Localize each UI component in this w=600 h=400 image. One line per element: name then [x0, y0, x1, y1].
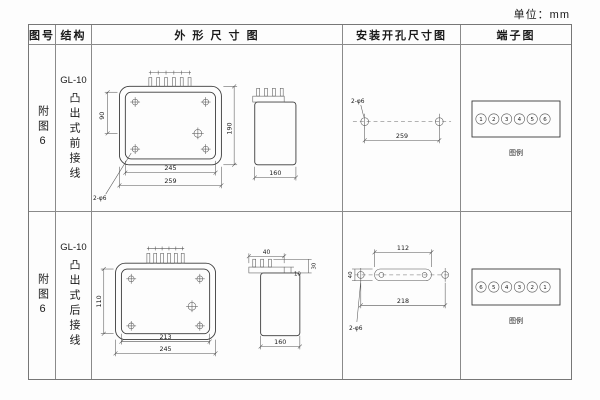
hole-count-label: 2-φ6: [93, 196, 107, 202]
drawing-table: 图号 结构 外 形 尺 寸 图 安装开孔尺寸图 端子图 附图6 GL-10 凸出…: [28, 24, 572, 380]
dim-inner-width: 245: [164, 164, 176, 172]
terminal-diagram-rear-wiring: 6 5 4 3 2 1 图例: [471, 268, 561, 325]
terminal-diagram-front-wiring: 1 2 3 4 5 6 图例: [471, 100, 561, 157]
model-label: GL-10: [60, 74, 87, 86]
terminal-number: 4: [505, 285, 509, 291]
hole-count-label: 2-φ6: [349, 326, 363, 332]
terminal-number: 6: [479, 285, 483, 291]
terminal-circles: [475, 281, 551, 292]
dim-top: 112: [396, 244, 408, 252]
row2-install-cell: 112 40 218 2-φ6: [343, 212, 461, 379]
front-view: [115, 246, 216, 341]
terminal-studs: [146, 246, 185, 264]
side-view: 160: [252, 87, 299, 180]
dim-span: 259: [395, 131, 407, 139]
dim-left: 40: [347, 271, 353, 278]
terminal-caption: 图例: [509, 148, 523, 157]
drill-holes: [356, 268, 449, 282]
dim-depth: 160: [269, 169, 281, 177]
header-terminal: 端子图: [461, 25, 571, 45]
dim-step: 30: [312, 262, 318, 269]
header-install: 安装开孔尺寸图: [343, 25, 461, 45]
terminal-number: 5: [492, 285, 496, 291]
header-figure-no: 图号: [29, 25, 56, 45]
dim-span: 218: [396, 297, 408, 305]
dim-outer-width: 245: [159, 345, 171, 353]
figure-no: 附图6: [36, 272, 49, 319]
structure-label: 凸出式前接线: [68, 91, 80, 182]
header-outline: 外 形 尺 寸 图: [92, 25, 343, 45]
dimension-lines: [100, 266, 218, 357]
dim-right-height: 190: [226, 122, 234, 134]
side-view: 40 10 30 160: [246, 250, 318, 350]
dimension-lines: [351, 249, 447, 323]
row1-figure-no-cell: 附图6: [29, 45, 56, 212]
dim-outer-width: 259: [164, 176, 176, 184]
terminal-number: 5: [530, 117, 534, 123]
terminal-number: 2: [530, 285, 534, 291]
row2-figure-no-cell: 附图6: [29, 212, 56, 379]
outline-drawing-rear-wiring: 110 213 245: [95, 246, 318, 357]
terminal-caption: 图例: [509, 316, 523, 325]
drill-holes: [360, 104, 443, 143]
dim-plate: 10: [294, 271, 301, 277]
terminal-number: 6: [543, 117, 547, 123]
drill-slot: [373, 268, 432, 282]
terminal-studs: [148, 70, 192, 87]
terminal-number: 3: [505, 117, 509, 123]
terminal-number: 1: [543, 285, 547, 291]
terminal-number: 2: [492, 117, 496, 123]
dimension-lines: [104, 83, 238, 194]
outline-drawing-front-wiring: 90 190 245 259 2-φ6: [93, 70, 299, 202]
terminal-circles: [475, 113, 551, 125]
row1-install-cell: 2-φ6 259: [343, 45, 461, 212]
header-structure: 结构: [56, 25, 92, 45]
row1-structure-cell: GL-10 凸出式前接线: [56, 45, 92, 212]
terminal-number: 3: [518, 285, 522, 291]
row1-outline-cell: 90 190 245 259 2-φ6: [92, 45, 343, 212]
figure-no: 附图6: [36, 105, 49, 151]
unit-label: 单位：mm: [513, 9, 570, 21]
row2-structure-cell: GL-10 凸出式后接线: [56, 212, 92, 379]
front-view: [119, 70, 222, 165]
install-drawing-rear-wiring: 112 40 218 2-φ6: [347, 244, 451, 332]
row2-terminal-cell: 6 5 4 3 2 1 图例: [461, 212, 571, 379]
install-drawing-front-wiring: 2-φ6 259: [350, 98, 451, 143]
terminal-number: 1: [479, 117, 483, 123]
dim-depth: 160: [274, 338, 286, 346]
hole-count-label: 2-φ6: [350, 98, 364, 104]
model-label: GL-10: [60, 242, 87, 253]
mounting-holes: [130, 96, 211, 154]
dim-left-height: 110: [95, 295, 103, 307]
row1-terminal-cell: 1 2 3 4 5 6 图例: [461, 45, 571, 212]
mounting-holes: [126, 273, 205, 331]
terminal-number: 4: [518, 117, 522, 123]
dim-stud-width: 40: [263, 250, 271, 256]
row2-outline-cell: 110 213 245: [92, 212, 343, 379]
dim-inner-width: 213: [159, 333, 171, 341]
structure-label: 凸出式后接线: [68, 259, 80, 349]
dim-left-height: 90: [98, 111, 106, 119]
